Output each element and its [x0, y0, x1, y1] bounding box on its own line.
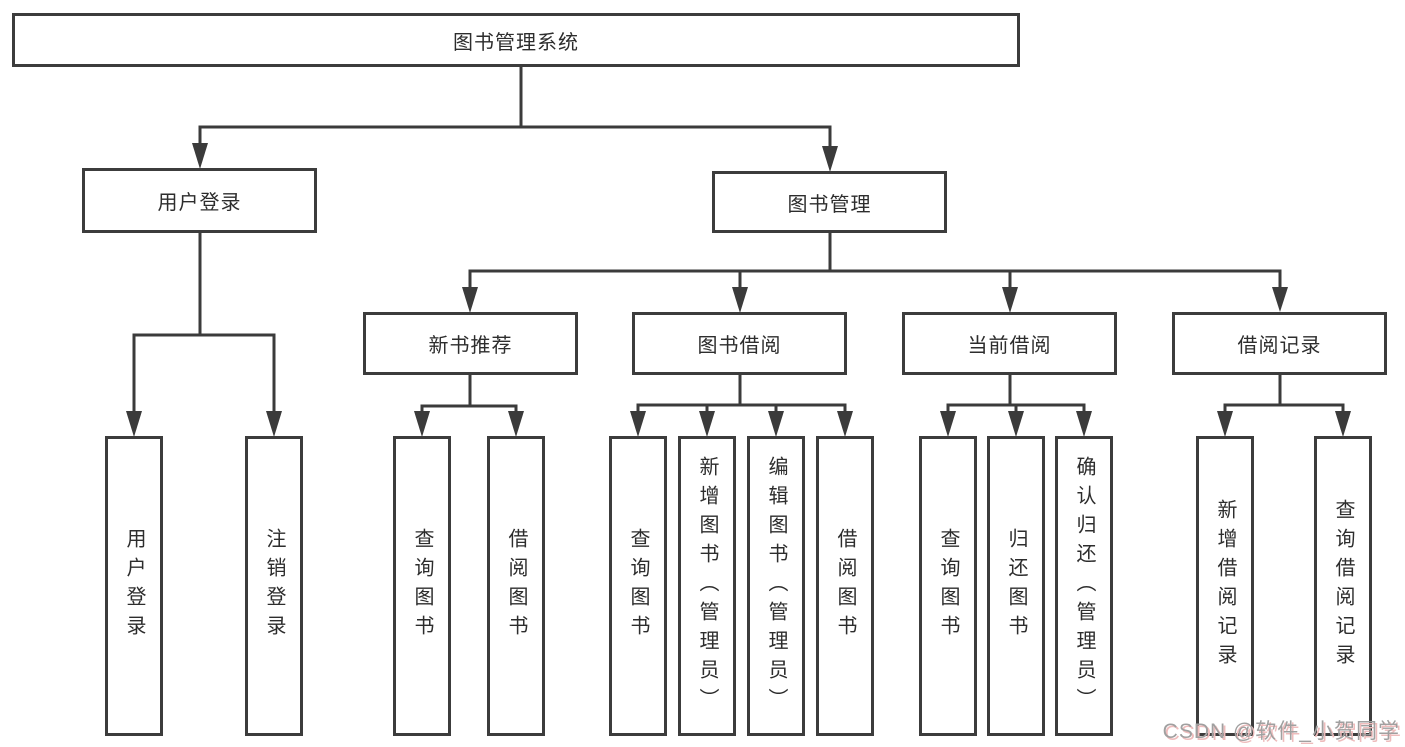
leaf-borrow-books: 借阅图书 [816, 436, 874, 736]
leaf-label: 查询借阅记录 [1332, 499, 1354, 673]
connector-book-borrow-children [630, 373, 853, 437]
leaf-query-books: 查询图书 [393, 436, 451, 736]
leaf-user-login: 用户登录 [105, 436, 163, 736]
leaf-edit-books-admin: 编辑图书（管理员） [747, 436, 805, 736]
leaf-label: 借阅图书 [505, 528, 527, 644]
leaf-label: 查询图书 [411, 528, 433, 644]
leaf-label: 确认归还（管理员） [1073, 455, 1095, 717]
node-borrow-records: 借阅记录 [1172, 312, 1387, 375]
connector-new-book-children [414, 373, 524, 437]
leaf-label: 查询图书 [937, 528, 959, 644]
connector-root-to-level2 [192, 66, 838, 172]
csdn-watermark: CSDN @软件_小贺同学 [1162, 720, 1400, 743]
node-book-borrow: 图书借阅 [632, 312, 847, 375]
leaf-borrow-books: 借阅图书 [487, 436, 545, 736]
connector-user-login-children [126, 231, 282, 437]
node-current-borrow: 当前借阅 [902, 312, 1117, 375]
node-book-management: 图书管理 [712, 171, 947, 233]
connector-borrow-records-children [1217, 373, 1351, 437]
leaf-label: 新增借阅记录 [1214, 499, 1236, 673]
leaf-add-books-admin: 新增图书（管理员） [678, 436, 736, 736]
leaf-confirm-return-admin: 确认归还（管理员） [1055, 436, 1113, 736]
connector-current-borrow-children [940, 373, 1092, 437]
leaf-label: 新增图书（管理员） [696, 455, 718, 717]
leaf-query-books: 查询图书 [609, 436, 667, 736]
node-root-system: 图书管理系统 [12, 13, 1020, 67]
leaf-logout-login: 注销登录 [245, 436, 303, 736]
leaf-label: 归还图书 [1005, 528, 1027, 644]
leaf-add-borrow-record: 新增借阅记录 [1196, 436, 1254, 736]
connector-book-management-children [462, 231, 1288, 313]
leaf-return-books: 归还图书 [987, 436, 1045, 736]
leaf-label: 注销登录 [263, 528, 285, 644]
leaf-label: 借阅图书 [834, 528, 856, 644]
leaf-query-borrow-record: 查询借阅记录 [1314, 436, 1372, 736]
node-user-login: 用户登录 [82, 168, 317, 233]
leaf-label: 用户登录 [123, 528, 145, 644]
leaf-query-books: 查询图书 [919, 436, 977, 736]
leaf-label: 查询图书 [627, 528, 649, 644]
leaf-label: 编辑图书（管理员） [765, 455, 787, 717]
node-new-book-recommend: 新书推荐 [363, 312, 578, 375]
